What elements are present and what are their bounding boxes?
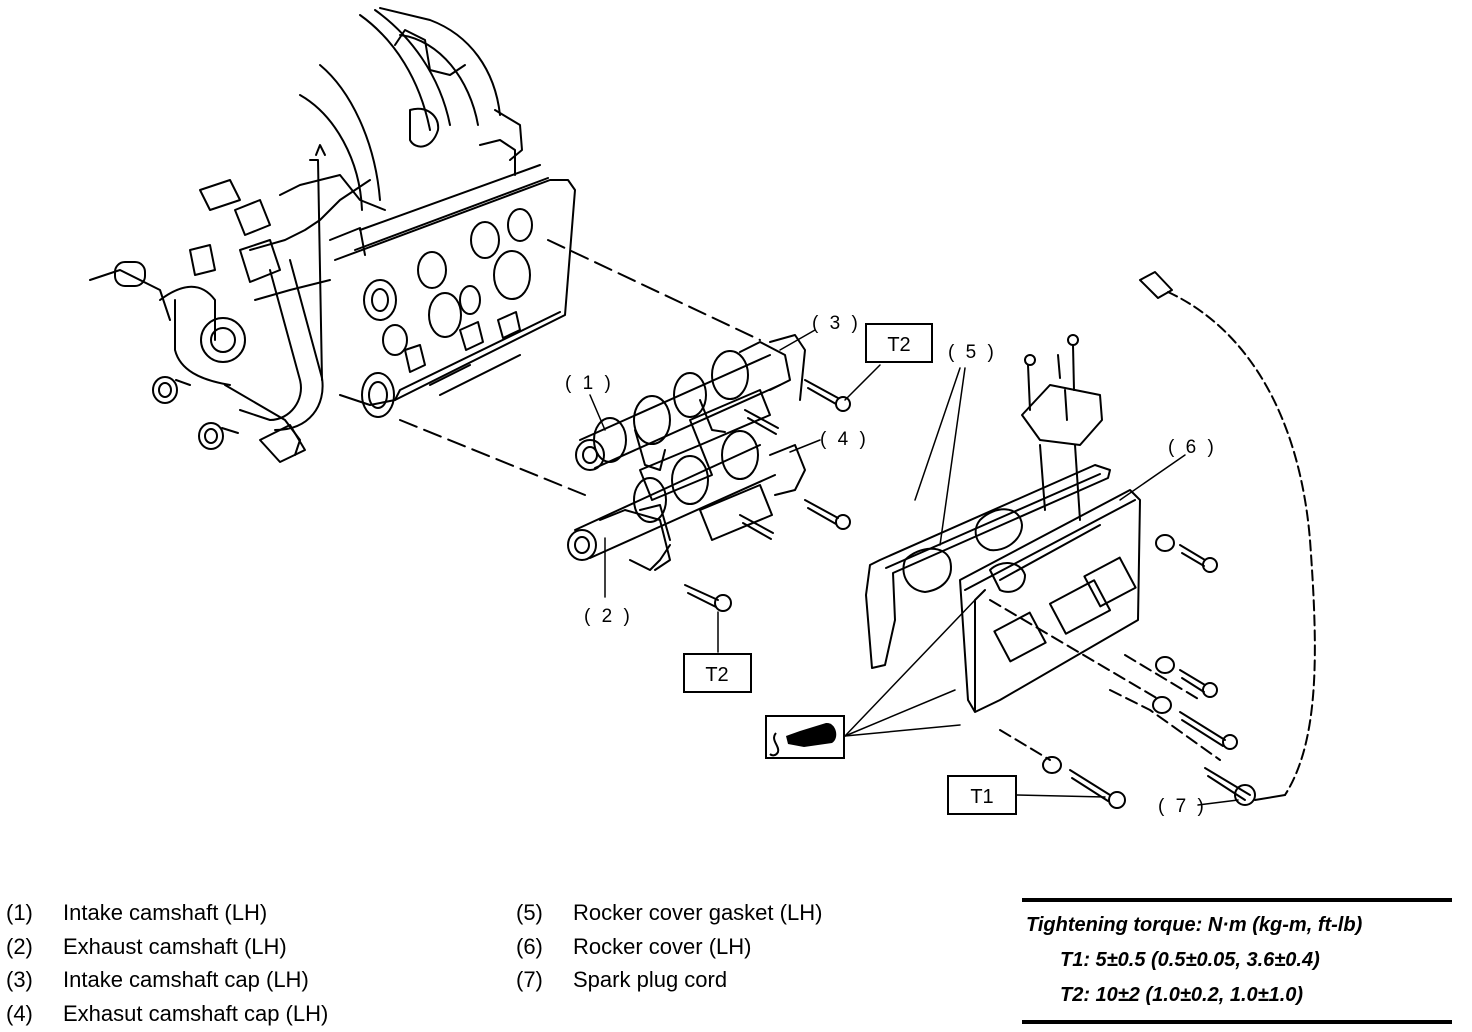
cam-cap-bolt (804, 499, 851, 530)
legend-text: Exhasut camshaft cap (LH) (63, 1000, 329, 1026)
rocker-cover-gasket (865, 464, 1111, 669)
legend-text: Rocker cover gasket (LH) (573, 900, 823, 925)
legend-item: (1) Intake camshaft (LH) (6, 896, 328, 930)
legend-item: (6) Rocker cover (LH) (516, 930, 822, 964)
torque-box-t2-lower: T2 (683, 653, 752, 693)
legend-number: (2) (6, 933, 33, 959)
legend-number: (1) (6, 900, 33, 925)
cam-cap-bolt (744, 409, 779, 435)
callout-2: ( 2 ) (584, 606, 633, 627)
spark-plug-cord (1139, 271, 1316, 806)
callout-3: ( 3 ) (812, 313, 861, 334)
legend-text: Spark plug cord (573, 967, 728, 992)
rocker-cover (959, 334, 1141, 713)
callout-5: ( 5 ) (948, 342, 997, 363)
leader-lines (589, 329, 1239, 806)
torque-spec-t2: T2: 10±2 (1.0±0.2, 1.0±1.0) (1060, 984, 1304, 1006)
torque-spec-box: Tightening torque: N·m (kg-m, ft-lb) T1:… (1022, 898, 1452, 1024)
rocker-cover-bolt (1155, 656, 1218, 698)
torque-box-t1: T1 (947, 775, 1017, 815)
legend-item: (4) Exhasut camshaft cap (LH) (6, 997, 328, 1031)
camshaft-caps (639, 389, 773, 541)
callout-4: ( 4 ) (820, 429, 869, 450)
legend-item: (7) Spark plug cord (516, 963, 822, 997)
cam-cap-bolt (804, 379, 851, 412)
legend-number: (6) (516, 933, 543, 959)
sealant-tube-icon (765, 715, 845, 759)
callout-7: ( 7 ) (1158, 796, 1207, 817)
legend-item: (3) Intake camshaft cap (LH) (6, 963, 328, 997)
rocker-cover-bolt (1152, 696, 1238, 750)
callout-1: ( 1 ) (565, 373, 614, 394)
torque-box-t1-label: T1 (970, 786, 993, 808)
cam-cap-bolt (739, 514, 774, 540)
torque-spec-title: Tightening torque: N·m (kg-m, ft-lb) (1026, 914, 1363, 936)
legend-number: (7) (516, 967, 543, 992)
legend-text: Rocker cover (LH) (573, 933, 752, 959)
torque-box-t2-upper-label: T2 (887, 334, 910, 356)
rocker-cover-bolt-t1 (1042, 756, 1126, 809)
legend-right: (5) Rocker cover gasket (LH) (6) Rocker … (516, 896, 822, 997)
intake-camshaft (575, 334, 806, 471)
legend-text: Intake camshaft (LH) (63, 900, 268, 925)
exhaust-camshaft (567, 430, 806, 571)
legend-left: (1) Intake camshaft (LH) (2) Exhaust cam… (6, 896, 328, 1030)
rocker-cover-bolt (1155, 534, 1218, 573)
cam-cap-bolt-t2-lower (684, 584, 732, 612)
callout-6: ( 6 ) (1168, 437, 1217, 458)
torque-box-t2-lower-label: T2 (705, 664, 728, 686)
legend-number: (4) (6, 1000, 33, 1026)
legend-text: Intake camshaft cap (LH) (63, 967, 309, 992)
exploded-view-diagram: ( 1 ) ( 2 ) ( 3 ) ( 4 ) ( 5 ) ( 6 ) ( 7 … (89, 7, 1316, 817)
legend-item: (2) Exhaust camshaft (LH) (6, 930, 328, 964)
legend-number: (3) (6, 967, 33, 992)
legend-item: (5) Rocker cover gasket (LH) (516, 896, 822, 930)
torque-spec-t1: T1: 5±0.5 (0.5±0.05, 3.6±0.4) (1060, 949, 1320, 971)
engine-cylinder-head (89, 7, 761, 496)
legend-text: Exhaust camshaft (LH) (63, 933, 287, 959)
torque-box-t2-upper: T2 (865, 323, 933, 363)
legend-number: (5) (516, 900, 543, 925)
